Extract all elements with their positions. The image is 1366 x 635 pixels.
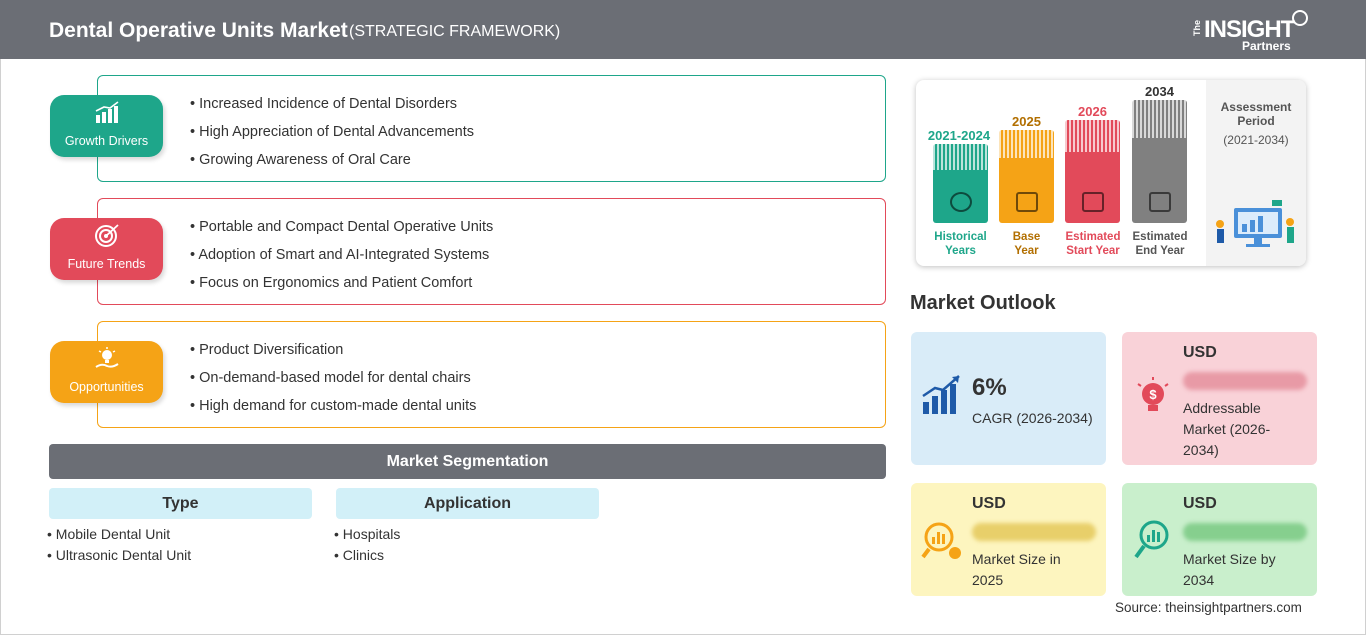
future-trends-list: Portable and Compact Dental Operative Un…	[190, 219, 493, 303]
opportunities-badge: Opportunities	[50, 341, 163, 403]
bar-chart-growth-icon	[95, 101, 119, 123]
monitor-icon	[1149, 192, 1171, 212]
future-trends-box: Portable and Compact Dental Operative Un…	[97, 198, 886, 305]
list-item: Adoption of Smart and AI-Integrated Syst…	[190, 247, 493, 275]
cagr-value: 6%	[972, 374, 1007, 401]
growth-drivers-badge: Growth Drivers	[50, 95, 163, 157]
assessment-period-range: (2021-2034)	[1223, 133, 1289, 147]
desk-icon	[1082, 192, 1104, 212]
blurred-value	[972, 523, 1096, 541]
start-year-label: 2026	[1078, 104, 1107, 119]
target-icon	[95, 224, 119, 247]
opportunities-box: Product Diversification On-demand-based …	[97, 321, 886, 428]
base-year-label: 2025	[1012, 114, 1041, 129]
start-year-bar	[1065, 120, 1120, 223]
end-year-label: 2034	[1145, 84, 1174, 99]
list-item: Growing Awareness of Oral Care	[190, 152, 474, 180]
segment-application-list: Hospitals Clinics	[334, 526, 401, 568]
segment-type-header: Type	[49, 488, 312, 519]
calendar-icon	[1016, 192, 1038, 212]
magnifier-chart-icon	[1134, 520, 1169, 559]
list-item: Focus on Ergonomics and Patient Comfort	[190, 275, 493, 303]
market-outlook-title: Market Outlook	[910, 292, 1056, 314]
growth-drivers-list: Increased Incidence of Dental Disorders …	[190, 96, 474, 180]
lightbulb-dollar-icon: $	[1137, 377, 1169, 411]
opportunities-label: Opportunities	[69, 380, 144, 394]
list-item: Portable and Compact Dental Operative Un…	[190, 219, 493, 247]
page-subtitle: (STRATEGIC FRAMEWORK)	[349, 23, 561, 40]
segment-application-header: Application	[336, 488, 599, 519]
growth-drivers-label: Growth Drivers	[64, 134, 149, 148]
segment-type-list: Mobile Dental Unit Ultrasonic Dental Uni…	[47, 526, 191, 568]
list-item: On-demand-based model for dental chairs	[190, 370, 476, 398]
historical-years-bar	[933, 144, 988, 223]
svg-text:$: $	[1149, 387, 1157, 402]
future-trends-badge: Future Trends	[50, 218, 163, 280]
growth-chart-icon	[922, 375, 960, 414]
blurred-value	[1183, 372, 1307, 390]
end-year-bar	[1132, 100, 1187, 223]
cagr-label: CAGR (2026-2034)	[972, 410, 1093, 426]
opportunities-list: Product Diversification On-demand-based …	[190, 342, 476, 426]
page-title: Dental Operative Units Market	[49, 19, 348, 42]
future-trends-label: Future Trends	[67, 257, 146, 271]
size-2025-currency: USD	[972, 495, 1006, 512]
addressable-currency: USD	[1183, 344, 1217, 361]
lightbulb-hand-icon	[95, 347, 119, 368]
logo-ring-icon	[1292, 10, 1308, 26]
list-item: Mobile Dental Unit	[47, 526, 191, 547]
list-item: High Appreciation of Dental Advancements	[190, 124, 474, 152]
historical-years-label: 2021-2024	[927, 128, 991, 143]
list-item: Hospitals	[334, 526, 401, 547]
history-clock-icon	[950, 192, 972, 212]
list-item: Increased Incidence of Dental Disorders	[190, 96, 474, 124]
list-item: Clinics	[334, 547, 400, 568]
list-item: High demand for custom-made dental units	[190, 398, 476, 426]
analytics-people-icon	[1216, 200, 1294, 247]
insight-partners-logo[interactable]: The INSIGHT Partners	[1192, 10, 1312, 53]
header-bar: Dental Operative Units Market (STRATEGIC…	[0, 0, 1366, 59]
source-note: Source: theinsightpartners.com	[1115, 600, 1302, 615]
market-segmentation-header: Market Segmentation	[49, 444, 886, 479]
blurred-value	[1183, 523, 1307, 541]
list-item: Product Diversification	[190, 342, 476, 370]
size-2034-currency: USD	[1183, 495, 1217, 512]
cagr-card: 6% CAGR (2026-2034)	[911, 332, 1106, 465]
base-year-bar	[999, 130, 1054, 223]
list-item: Ultrasonic Dental Unit	[47, 547, 191, 568]
magnifier-chart-icon	[921, 522, 961, 559]
growth-drivers-box: Increased Incidence of Dental Disorders …	[97, 75, 886, 182]
